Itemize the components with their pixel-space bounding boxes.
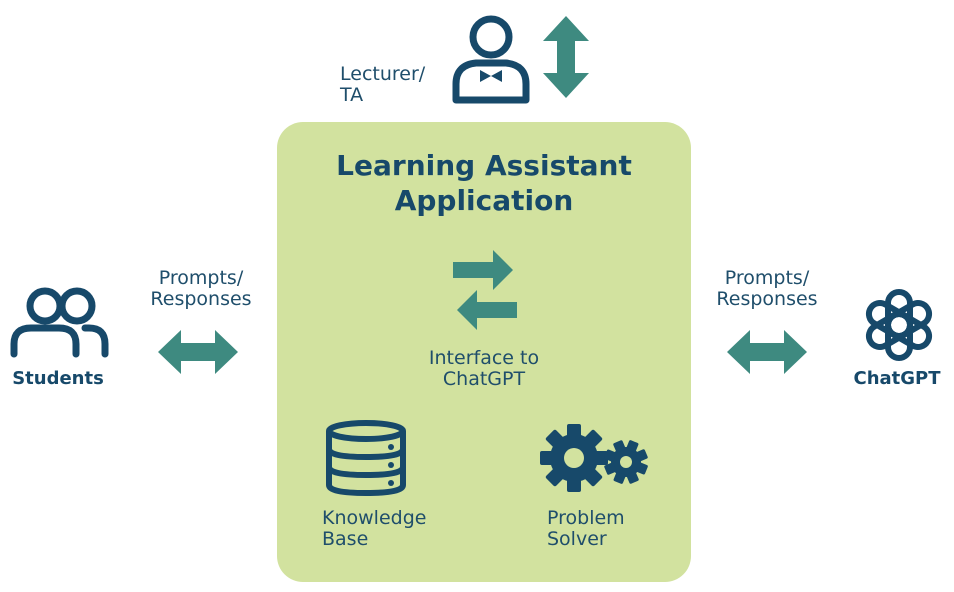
lecturer-label-line2: TA <box>340 84 364 106</box>
students-label: Students <box>12 368 104 389</box>
knowledge-line1: Knowledge <box>322 507 427 529</box>
solver-line2: Solver <box>547 528 607 550</box>
students-group-icon <box>10 287 109 358</box>
right-double-arrow-icon <box>727 330 807 374</box>
interface-label: Interface to ChatGPT <box>404 348 564 390</box>
lecturer-label: Lecturer/ TA <box>340 64 425 106</box>
right-prompts-line1: Prompts/ <box>724 267 810 289</box>
problem-solver-label: Problem Solver <box>547 508 625 550</box>
lecturer-label-line1: Lecturer/ <box>340 63 426 85</box>
left-prompts-line2: Responses <box>150 288 252 310</box>
interface-line1: Interface to <box>428 347 540 369</box>
app-title-line2: Application <box>394 184 574 217</box>
swap-arrows-icon <box>453 250 517 330</box>
app-title: Learning Assistant Application <box>277 148 691 218</box>
left-prompts-label: Prompts/ Responses <box>140 268 262 310</box>
chatgpt-logo-icon <box>865 289 933 361</box>
left-prompts-line1: Prompts/ <box>158 267 244 289</box>
solver-line1: Problem <box>547 507 625 529</box>
database-icon <box>326 420 406 497</box>
lecturer-user-icon <box>452 15 530 104</box>
learning-assistant-box <box>277 122 691 582</box>
right-prompts-line2: Responses <box>716 288 818 310</box>
interface-line2: ChatGPT <box>442 368 526 390</box>
right-prompts-label: Prompts/ Responses <box>704 268 830 310</box>
chatgpt-label: ChatGPT <box>853 368 941 389</box>
knowledge-base-label: Knowledge Base <box>322 508 426 550</box>
knowledge-line2: Base <box>322 528 369 550</box>
app-title-line1: Learning Assistant <box>336 149 632 182</box>
gears-icon <box>540 424 648 492</box>
vertical-double-arrow-icon <box>543 16 589 98</box>
left-double-arrow-icon <box>158 330 238 374</box>
